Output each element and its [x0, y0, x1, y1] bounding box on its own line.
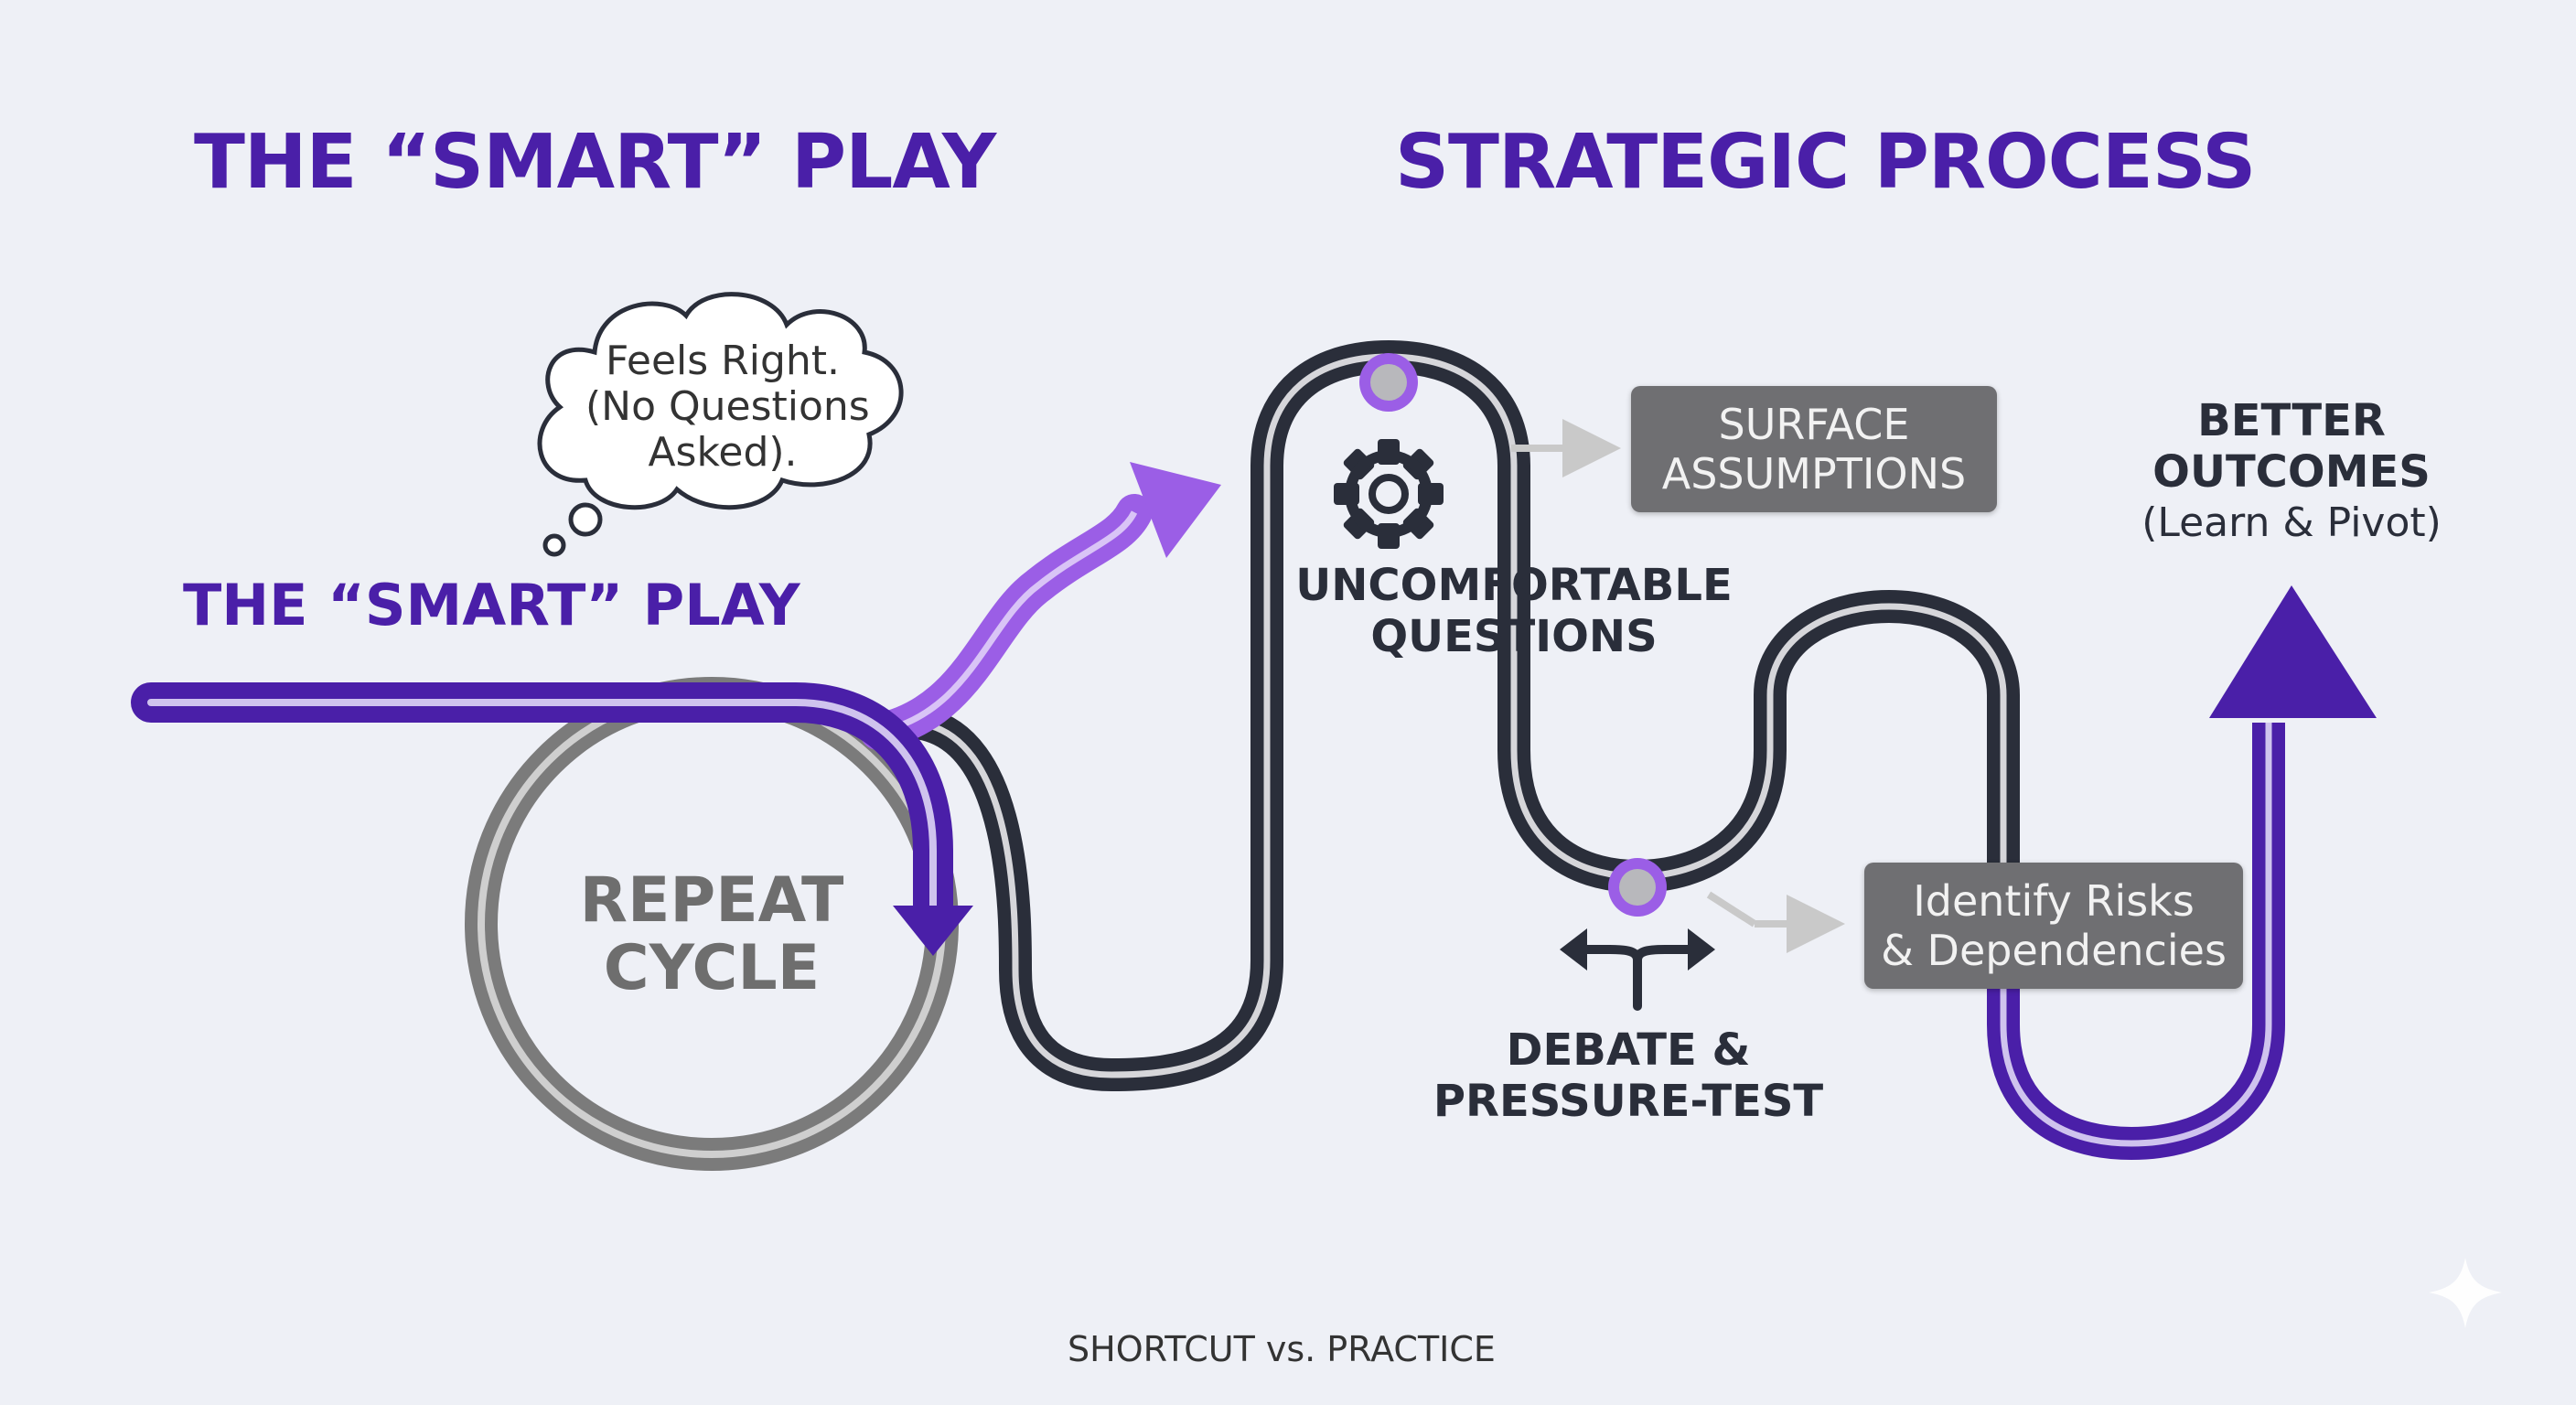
outcome-line-1: BETTER — [2197, 395, 2386, 446]
title-strategic-process: STRATEGIC PROCESS — [1395, 119, 2256, 206]
risks-line-2: & Dependencies — [1881, 926, 2227, 975]
thought-cloud — [537, 292, 904, 557]
repeat-cycle-label: REPEAT CYCLE — [529, 867, 895, 1003]
thought-line-1: Feels Right. — [605, 338, 841, 384]
questions-label: UNCOMFORTABLE QUESTIONS — [1262, 560, 1766, 662]
outcome-line-3: (Learn & Pivot) — [2141, 499, 2442, 546]
thought-line-3: Asked). — [648, 429, 798, 476]
title-smart-play: THE “SMART” PLAY — [194, 119, 996, 206]
footer-caption: SHORTCUT vs. PRACTICE — [1068, 1329, 1496, 1369]
thought-line-2: (No Questions — [585, 383, 870, 430]
marker-questions — [1359, 353, 1418, 412]
outcome-line-2: OUTCOMES — [2152, 446, 2431, 498]
identify-risks-box: Identify Risks & Dependencies — [1864, 863, 2243, 989]
outcome-arrowhead — [2209, 585, 2377, 718]
surface-line-1: SURFACE — [1718, 400, 1910, 449]
smart-play-track — [131, 682, 973, 956]
fork-arrows-icon — [1560, 928, 1715, 1011]
sparkle-icon — [2429, 1258, 2502, 1328]
questions-line-1: UNCOMFORTABLE — [1295, 560, 1733, 611]
surface-assumptions-box: SURFACE ASSUMPTIONS — [1631, 386, 1997, 512]
breakout-arrow — [860, 462, 1221, 750]
questions-line-2: QUESTIONS — [1370, 611, 1658, 662]
outcome-track — [1987, 585, 2377, 1161]
marker-debate — [1608, 858, 1667, 917]
surface-line-2: ASSUMPTIONS — [1661, 449, 1967, 499]
risks-line-1: Identify Risks — [1913, 876, 2195, 926]
smart-play-path-label: THE “SMART” PLAY — [183, 572, 800, 638]
breakout-arrowhead — [1130, 462, 1221, 558]
debate-line-2: PRESSURE-TEST — [1433, 1076, 1824, 1127]
smart-play-arrowhead — [893, 906, 973, 956]
gear-icon — [1334, 439, 1444, 549]
thought-text: Feels Right. (No Questions Asked). — [585, 338, 870, 476]
debate-label: DEBATE & PRESSURE-TEST — [1404, 1024, 1852, 1127]
better-outcomes-label: BETTER OUTCOMES (Learn & Pivot) — [2122, 395, 2461, 549]
debate-line-1: DEBATE & — [1506, 1024, 1751, 1076]
repeat-cycle-line-2: CYCLE — [603, 932, 821, 1004]
repeat-cycle-line-1: REPEAT — [579, 864, 844, 937]
risks-connector-arrow — [1706, 891, 1757, 928]
strategic-track — [898, 339, 2020, 1092]
